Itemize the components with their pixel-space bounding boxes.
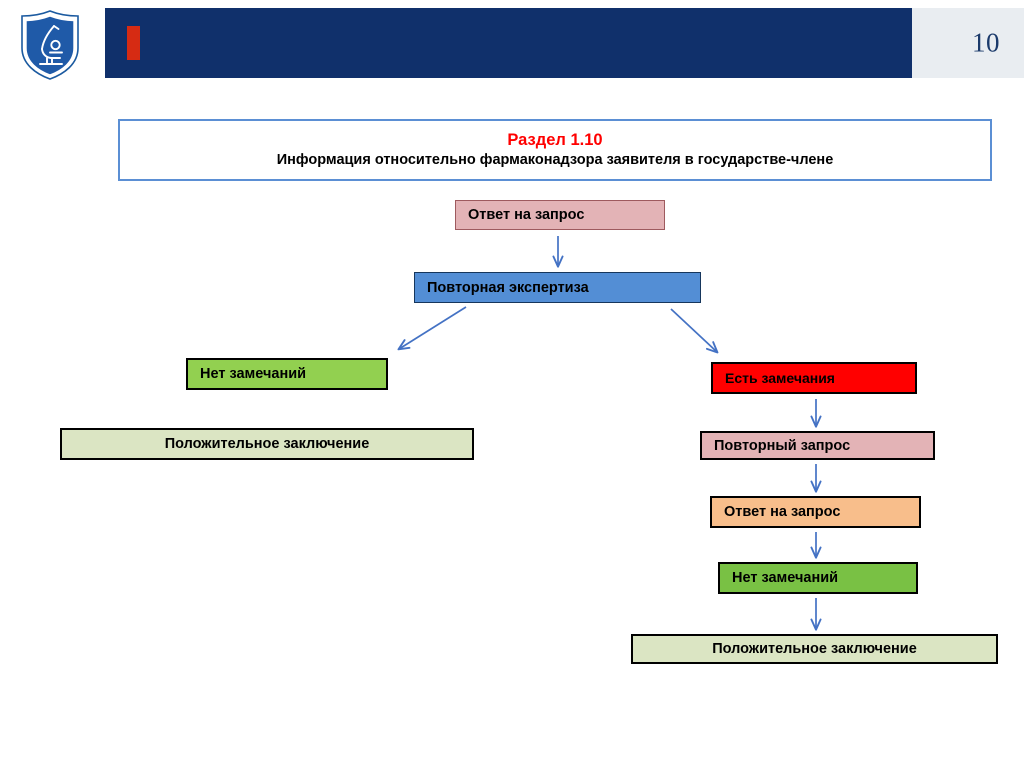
section-title-box: Раздел 1.10 Информация относительно фарм… [118, 119, 992, 181]
node-answer-to-request-2[interactable]: Ответ на запрос [710, 496, 921, 528]
node-reexamination[interactable]: Повторная экспертиза [414, 272, 701, 303]
logo-svg [21, 10, 79, 80]
node-label: Положительное заключение [164, 436, 370, 452]
node-label: Есть замечания [725, 370, 835, 386]
section-heading: Раздел 1.10 [507, 131, 603, 149]
header-bar [105, 8, 912, 78]
node-repeat-request[interactable]: Повторный запрос [700, 431, 935, 460]
shield-microscope-logo [14, 8, 86, 82]
section-subtitle: Информация относительно фармаконадзора з… [276, 152, 834, 168]
node-label: Ответ на запрос [724, 504, 841, 520]
node-label: Нет замечаний [732, 570, 839, 586]
node-positive-conclusion-right[interactable]: Положительное заключение [631, 634, 998, 664]
node-no-remarks-left[interactable]: Нет замечаний [186, 358, 388, 390]
node-has-remarks[interactable]: Есть замечания [711, 362, 917, 394]
node-label: Положительное заключение [712, 641, 917, 657]
node-label: Повторная экспертиза [427, 279, 589, 296]
page-number: 10 [972, 27, 1000, 58]
arrow-reexamination-to-no-remarks-left [397, 306, 467, 351]
node-label: Ответ на запрос [468, 207, 585, 223]
node-answer-to-request-1[interactable]: Ответ на запрос [455, 200, 665, 230]
arrow-reexamination-to-has-remarks [670, 308, 719, 354]
node-positive-conclusion-left[interactable]: Положительное заключение [60, 428, 474, 460]
page-number-panel: 10 [912, 8, 1024, 78]
header-accent-bar [127, 26, 140, 60]
node-label: Повторный запрос [714, 437, 851, 454]
node-no-remarks-right[interactable]: Нет замечаний [718, 562, 918, 594]
node-label: Нет замечаний [200, 366, 307, 382]
